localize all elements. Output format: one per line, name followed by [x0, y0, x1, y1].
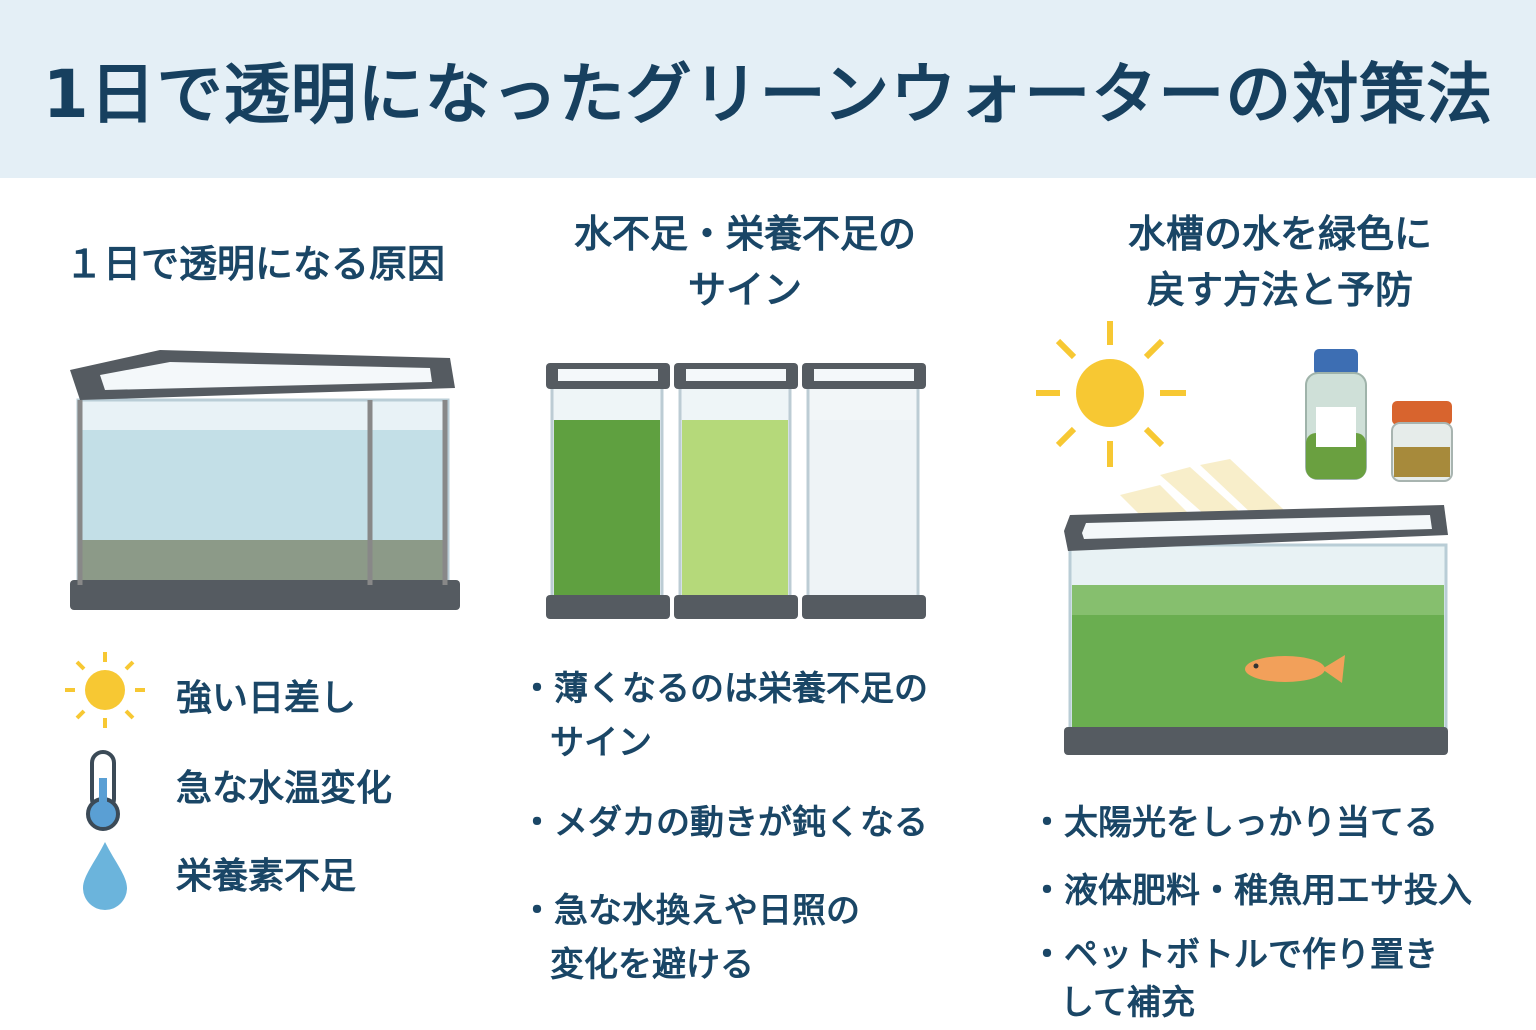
green-aquarium-illustration: [1064, 459, 1448, 755]
restore-bullet: ・太陽光をしっかり当てる: [1030, 803, 1438, 843]
water-drop-icon: [83, 842, 127, 910]
fertilizer-bottles-illustration: [1305, 349, 1453, 482]
restore-bullet: ・液体肥料・稚魚用エサ投入: [1030, 871, 1472, 911]
column-restore-heading: 水槽の水を緑色に 戻す方法と予防: [1050, 206, 1510, 318]
sign-bullet: ・急な水換えや日照の 変化を避ける: [520, 884, 860, 992]
sign-bullet: ・メダカの動きが鈍くなる: [520, 803, 928, 843]
page-title: 1日で透明になったグリーンウォーターの対策法: [42, 56, 1494, 133]
thermometer-icon: [86, 750, 120, 831]
heading-line: 水不足・栄養不足の: [573, 212, 916, 256]
fish-icon: [1245, 655, 1345, 683]
heading-line: サイン: [687, 268, 802, 312]
sun-icon: [65, 652, 145, 728]
bullet-text: 変化を避ける: [550, 945, 754, 985]
bullet-text: 太陽光をしっかり当てる: [1064, 803, 1438, 843]
bullet-text: して補充: [1060, 983, 1195, 1023]
bullet-text: 液体肥料・稚魚用エサ投入: [1064, 871, 1472, 911]
column-cause-heading: １日で透明になる原因: [64, 242, 445, 286]
bullet-text: メダカの動きが鈍くなる: [554, 803, 928, 843]
bullet-text: 急な水換えや日照の: [554, 891, 860, 931]
sign-bullet: ・薄くなるのは栄養不足の サイン: [520, 662, 928, 770]
cause-item-label: 強い日差し: [176, 678, 357, 719]
restore-bullet: ・ペットボトルで作り置き して補充: [1030, 928, 1438, 1030]
title-banner: 1日で透明になったグリーンウォーターの対策法: [0, 0, 1536, 178]
bullet-text: ペットボトルで作り置き: [1064, 935, 1438, 975]
clear-aquarium-illustration: [70, 350, 460, 610]
column-signs-heading: 水不足・栄養不足の サイン: [510, 206, 980, 318]
three-tanks-illustration: [546, 363, 926, 619]
cause-item-label: 急な水温変化: [176, 768, 393, 809]
cause-item-label: 栄養素不足: [176, 856, 357, 897]
heading-line: 水槽の水を緑色に: [1127, 212, 1432, 256]
bullet-text: サイン: [550, 723, 652, 763]
heading-line: 戻す方法と予防: [1146, 268, 1413, 312]
bullet-text: 薄くなるのは栄養不足の: [554, 669, 928, 709]
sun-icon: [1036, 321, 1186, 467]
